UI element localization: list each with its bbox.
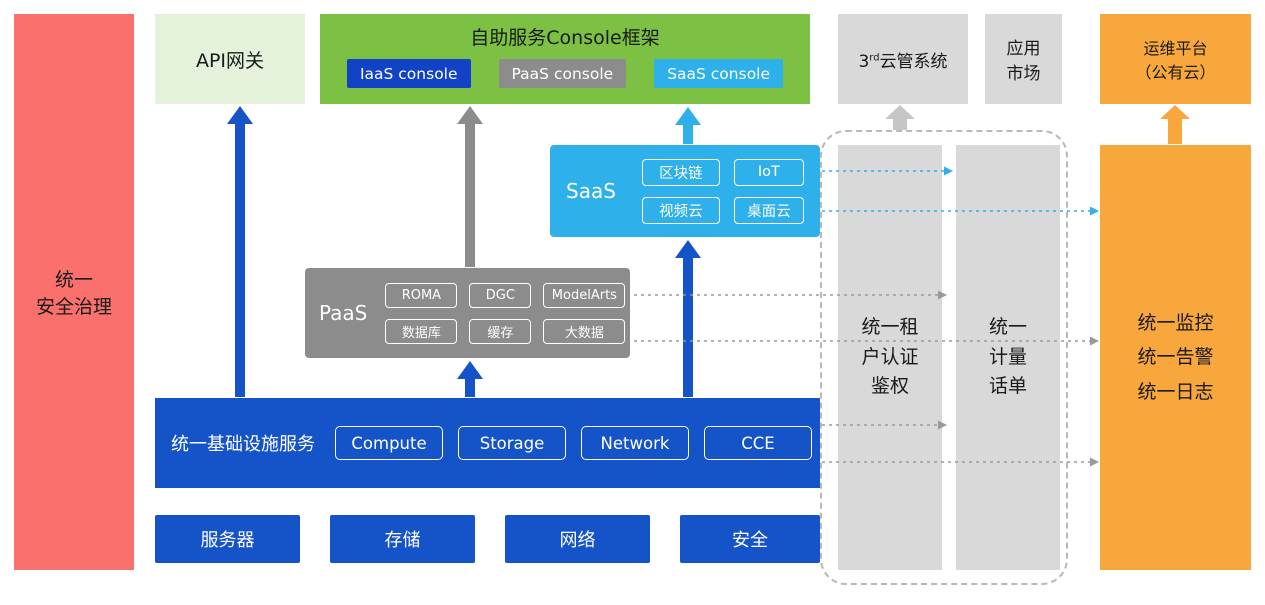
- monitoring-bar: 统一监控 统一告警 统一日志: [1100, 145, 1251, 570]
- arrow-monitoring-to-ops: [1160, 105, 1190, 144]
- infra-item-network: Network: [581, 426, 689, 460]
- metering-bar: 统一 计量 话单: [956, 145, 1060, 570]
- arrow-saas-to-console: [675, 107, 701, 144]
- saas-item-video-cloud: 视频云: [641, 196, 720, 224]
- saas-item-desktop-cloud: 桌面云: [733, 196, 804, 224]
- paas-item-database: 数据库: [385, 318, 458, 344]
- metering-label: 统一 计量 话单: [988, 316, 1027, 398]
- third-party-sup: rd: [869, 51, 880, 63]
- paas-layer-box: PaaS ROMA DGC ModelArts 数据库 缓存 大数据: [305, 268, 630, 358]
- hardware-server-box: 服务器: [155, 515, 300, 563]
- saas-services-grid: 区块链 IoT 视频云 桌面云: [641, 158, 804, 224]
- paas-console-chip: PaaS console: [498, 59, 627, 88]
- monitoring-label: 统一监控 统一告警 统一日志: [1137, 312, 1214, 403]
- arrow-dashed-to-third-party: [885, 105, 915, 130]
- paas-item-dgc: DGC: [469, 282, 532, 308]
- iaas-console-chip: IaaS console: [346, 59, 471, 88]
- saas-item-iot: IoT: [733, 158, 804, 186]
- third-party-cloud-box: 3rd云管系统: [838, 14, 968, 104]
- saas-layer-label: SaaS: [566, 179, 616, 203]
- tenant-auth-label: 统一租 户认证 鉴权: [861, 316, 919, 398]
- console-framework-title: 自助服务Console框架: [470, 27, 660, 49]
- saas-layer-box: SaaS 区块链 IoT 视频云 桌面云: [550, 145, 820, 237]
- infrastructure-label: 统一基础设施服务: [171, 434, 315, 455]
- third-party-prefix: 3: [858, 51, 870, 72]
- security-governance-label: 统一 安全治理: [35, 269, 112, 318]
- paas-item-roma: ROMA: [385, 282, 458, 308]
- dashed-paas-to-monitoring-arrowhead: [1090, 336, 1099, 346]
- ops-platform-box: 运维平台 （公有云）: [1100, 14, 1251, 104]
- infra-item-storage: Storage: [458, 426, 566, 460]
- hardware-storage-box: 存储: [330, 515, 475, 563]
- common-services-dashed-container: [820, 130, 1068, 585]
- security-governance-bar: 统一 安全治理: [14, 14, 134, 570]
- third-party-cloud-label: 3rd云管系统: [858, 47, 947, 72]
- console-row: IaaS console PaaS console SaaS console: [346, 59, 784, 88]
- paas-item-bigdata: 大数据: [543, 318, 626, 344]
- api-gateway-label: API网关: [195, 49, 265, 72]
- arrow-infra-to-saas: [675, 240, 701, 397]
- third-party-suffix: 云管系统: [879, 51, 948, 72]
- arrow-paas-to-console: [457, 106, 483, 267]
- arrow-infra-to-api-gateway: [227, 106, 253, 397]
- infra-item-cce: CCE: [704, 426, 812, 460]
- infrastructure-layer-box: 统一基础设施服务 Compute Storage Network CCE: [155, 398, 820, 488]
- hardware-network-box: 网络: [505, 515, 650, 563]
- paas-item-cache: 缓存: [469, 318, 532, 344]
- dashed-saas-to-monitoring-arrowhead: [1090, 206, 1099, 216]
- ops-platform-label: 运维平台 （公有云）: [1135, 39, 1216, 82]
- app-market-label: 应用 市场: [1006, 39, 1041, 84]
- paas-item-modelarts: ModelArts: [543, 282, 626, 308]
- saas-item-blockchain: 区块链: [641, 158, 720, 186]
- hardware-security-box: 安全: [680, 515, 820, 563]
- dashed-infra-to-monitoring-arrowhead: [1090, 457, 1099, 467]
- arrow-infra-to-paas: [457, 361, 483, 397]
- paas-layer-label: PaaS: [319, 301, 368, 325]
- api-gateway-box: API网关: [155, 14, 305, 104]
- saas-console-chip: SaaS console: [654, 59, 784, 88]
- paas-services-grid: ROMA DGC ModelArts 数据库 缓存 大数据: [385, 282, 626, 344]
- tenant-auth-bar: 统一租 户认证 鉴权: [838, 145, 942, 570]
- app-market-box: 应用 市场: [985, 14, 1062, 104]
- console-framework-box: 自助服务Console框架 IaaS console PaaS console …: [320, 14, 810, 104]
- infra-item-compute: Compute: [335, 426, 443, 460]
